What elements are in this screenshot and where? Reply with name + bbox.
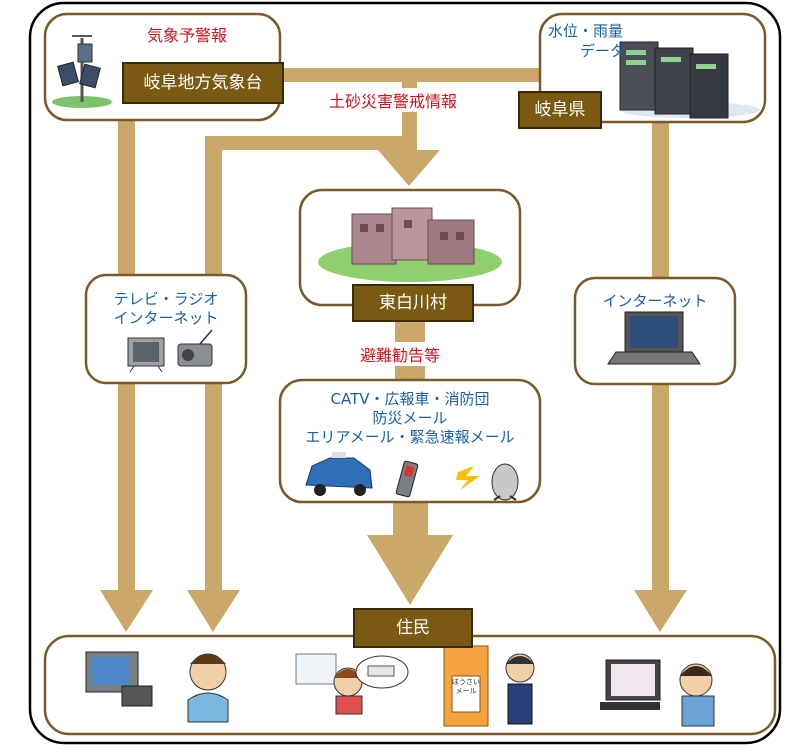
pref-tag: 岐阜県 (518, 91, 602, 129)
tv-box-line1: テレビ・ラジオ (113, 290, 219, 308)
weather-station-icon (52, 35, 112, 108)
residents-tag: 住民 (353, 608, 473, 648)
catv-box-line2: 防災メール (372, 409, 448, 427)
residents-box (43, 634, 777, 736)
evacuation-label: 避難勧告等 (357, 342, 444, 366)
arrow-to-village (378, 144, 440, 186)
patrol-car-icon (305, 452, 373, 496)
catv-box (278, 378, 542, 504)
branch-left-bar (205, 136, 417, 150)
village-box (298, 188, 522, 307)
village-tag: 東白川村 (352, 284, 474, 322)
server-rack-icon (619, 41, 729, 119)
sediment-warning-label: 土砂災害警戒情報 (326, 88, 461, 112)
village-office-building-icon (351, 207, 475, 265)
television-icon (127, 337, 165, 373)
mail-envelope-icon (443, 645, 489, 727)
weather-office-tag: 岐阜地方気象台 (122, 62, 284, 104)
arrow-head-center (367, 535, 453, 605)
mail-card-text: ぼうさい メール (452, 678, 480, 695)
tv-radio-box (84, 273, 248, 385)
arrow-head-left-2 (187, 590, 240, 632)
resident-tv-icon (85, 651, 153, 707)
arrow-head-right (634, 590, 687, 632)
resident-phone-man-icon (505, 653, 535, 725)
resident-child-icon (295, 653, 409, 715)
internet-box (573, 276, 737, 386)
signal-bolt (456, 466, 480, 490)
weather-box-title: 気象予警報 (147, 26, 228, 45)
pref-box-title-line1: 水位・雨量 (548, 22, 624, 40)
top-connector-bar (280, 68, 545, 82)
catv-box-line1: CATV・広報車・消防団 (330, 390, 490, 408)
mobile-phone-icon (395, 460, 419, 498)
arrow-head-left-1 (100, 590, 153, 632)
catv-box-line3: エリアメール・緊急速報メール (305, 428, 515, 446)
laptop-icon (607, 311, 701, 365)
resident-computer-user-icon (600, 659, 715, 727)
tv-box-line2: インターネット (113, 309, 219, 327)
radio-icon (177, 329, 213, 367)
resident-man-icon (187, 653, 229, 723)
internet-box-label: インターネット (602, 292, 708, 310)
satellite-dish-icon (491, 463, 519, 501)
center-column-bottom (393, 500, 428, 540)
pref-box-title-line2: データ (580, 42, 626, 60)
